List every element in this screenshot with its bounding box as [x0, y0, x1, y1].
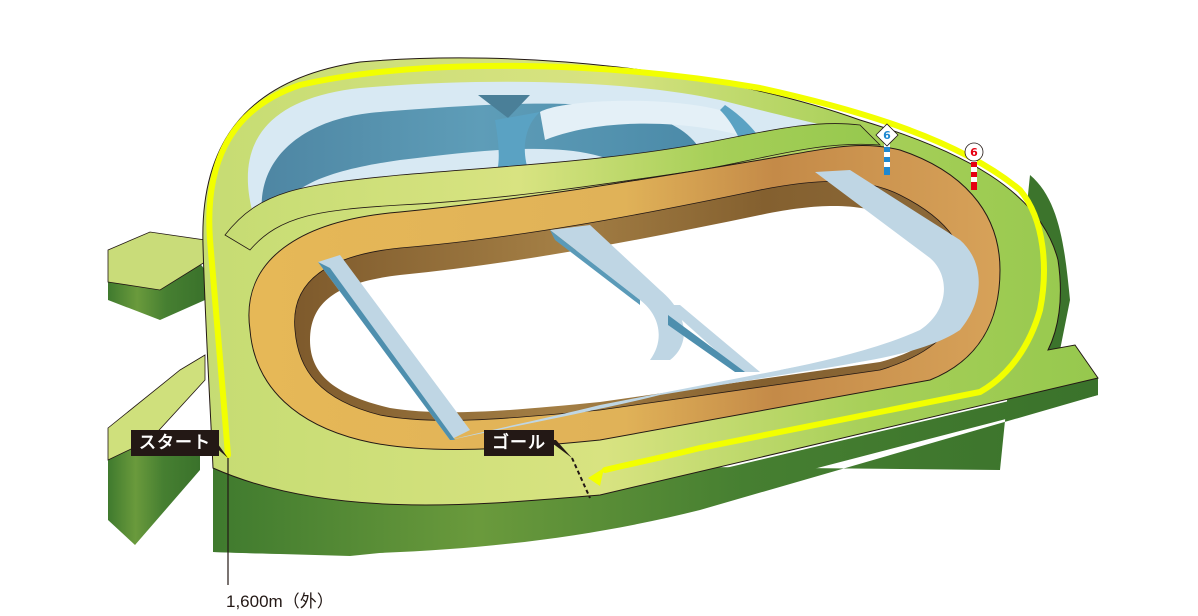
goal-label: ゴール [484, 430, 554, 456]
distance-label: 1,600m（外） [226, 592, 334, 611]
circle-marker-icon [964, 142, 984, 162]
outer-marker-number: 6 [970, 146, 978, 159]
dirt-course [248, 144, 1001, 450]
direction-arrow-icon [588, 468, 604, 486]
start-label: スタート [131, 430, 219, 456]
inner-furlong-marker: 6 [875, 123, 899, 175]
race-route-line [206, 62, 1047, 473]
goal-line [571, 457, 591, 499]
goal-label-pointer [548, 440, 572, 458]
diamond-marker-icon [875, 123, 899, 147]
training-track-inner [318, 170, 979, 440]
inner-turf-band [224, 123, 882, 251]
inner-marker-number: 6 [883, 129, 891, 142]
outer-furlong-marker: 6 [964, 142, 984, 190]
